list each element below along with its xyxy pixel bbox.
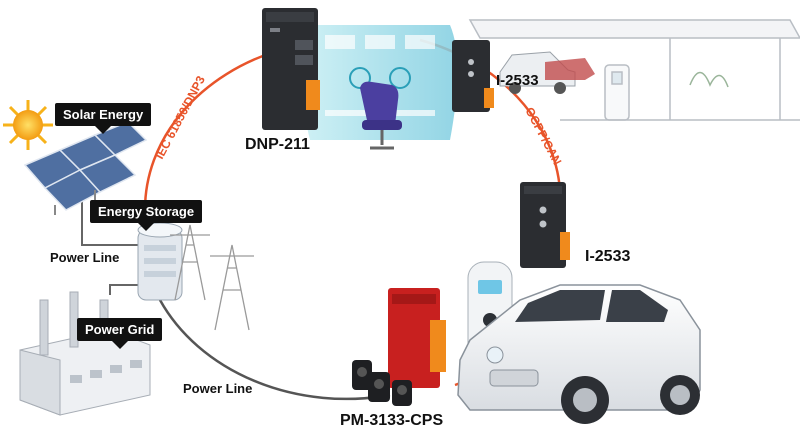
sun-icon [3,100,53,150]
charging-station-icon [468,19,800,121]
protocol-ocpp-label: OCPP/CAN [522,105,564,168]
i2533-top-device [452,40,494,112]
battery-icon [137,222,183,301]
factory-icon [19,291,151,416]
pylon-icon [170,224,254,331]
energy-storage-tag: Energy Storage [90,200,203,231]
protocol-iec-label: IEC 61850/DNP3 [152,73,208,161]
pm3133-label: PM-3133-CPS [340,412,444,429]
i2533-right-device [520,182,570,268]
dnp211-device [262,8,320,130]
pm3133-device [388,288,446,388]
i2533-right-label: I-2533 [585,248,631,265]
car-icon [457,284,701,424]
i2533-top-label: I-2533 [496,72,539,89]
solar-energy-tag: Solar Energy [55,103,152,134]
current-transformer-icon [352,360,412,406]
office-chair-icon [360,81,402,150]
power-line-bottom-label: Power Line [183,381,253,396]
power-grid-tag: Power Grid [77,318,163,349]
power-line-left-label: Power Line [50,250,120,265]
dnp211-label: DNP-211 [245,136,310,153]
car-icon [499,51,595,94]
